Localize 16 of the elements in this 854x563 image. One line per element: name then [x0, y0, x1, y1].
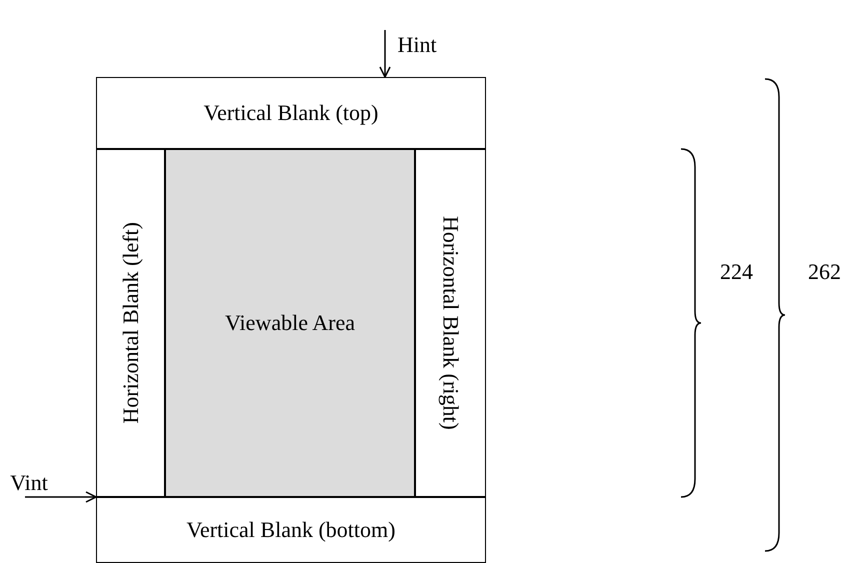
region-label: Vertical Blank (top): [204, 100, 378, 126]
region-label: Viewable Area: [224, 310, 355, 336]
viewable-area-box: [165, 149, 415, 497]
dimension-value: 224: [720, 259, 753, 285]
blanking-region-box: [415, 149, 486, 497]
dimension-value: 262: [808, 259, 841, 285]
arrow: [379, 30, 391, 78]
blanking-region-box: [96, 77, 486, 149]
arrow: [25, 491, 97, 503]
blanking-region-box: [96, 149, 165, 497]
region-label: Horizontal Blank (right): [438, 216, 464, 430]
signal-label: Vint: [10, 470, 48, 496]
signal-label: Hint: [397, 32, 437, 58]
region-label: Vertical Blank (bottom): [186, 517, 396, 543]
blanking-region-box: [96, 497, 486, 563]
region-label: Horizontal Blank (left): [118, 222, 144, 424]
